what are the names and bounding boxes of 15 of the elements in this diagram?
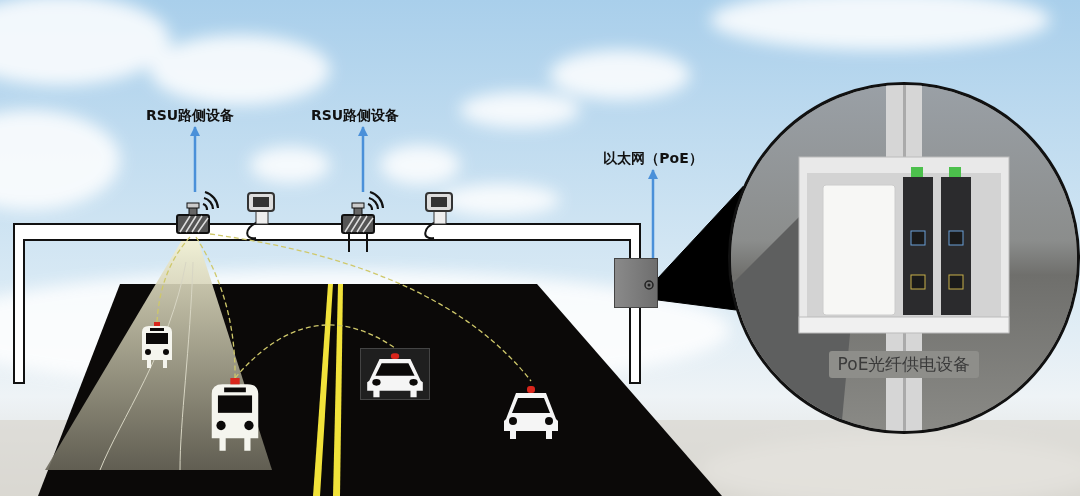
signal-line (156, 236, 191, 323)
signal-line (195, 236, 236, 379)
inset-caption: PoE光纤供电设备 (829, 351, 979, 378)
signal-line (209, 233, 532, 382)
car-icon (360, 348, 430, 400)
signal-line (234, 324, 396, 379)
rsu-device-icon (341, 192, 383, 252)
device-label: RSU路侧设备 (130, 107, 250, 127)
junction-box (614, 258, 658, 308)
rsu-device-icon (176, 192, 218, 237)
network-label: 以太网（PoE） (580, 150, 726, 170)
arrow (648, 169, 658, 258)
arrow (358, 126, 368, 192)
arrow (190, 126, 200, 192)
device-label: RSU路侧设备 (295, 107, 415, 127)
